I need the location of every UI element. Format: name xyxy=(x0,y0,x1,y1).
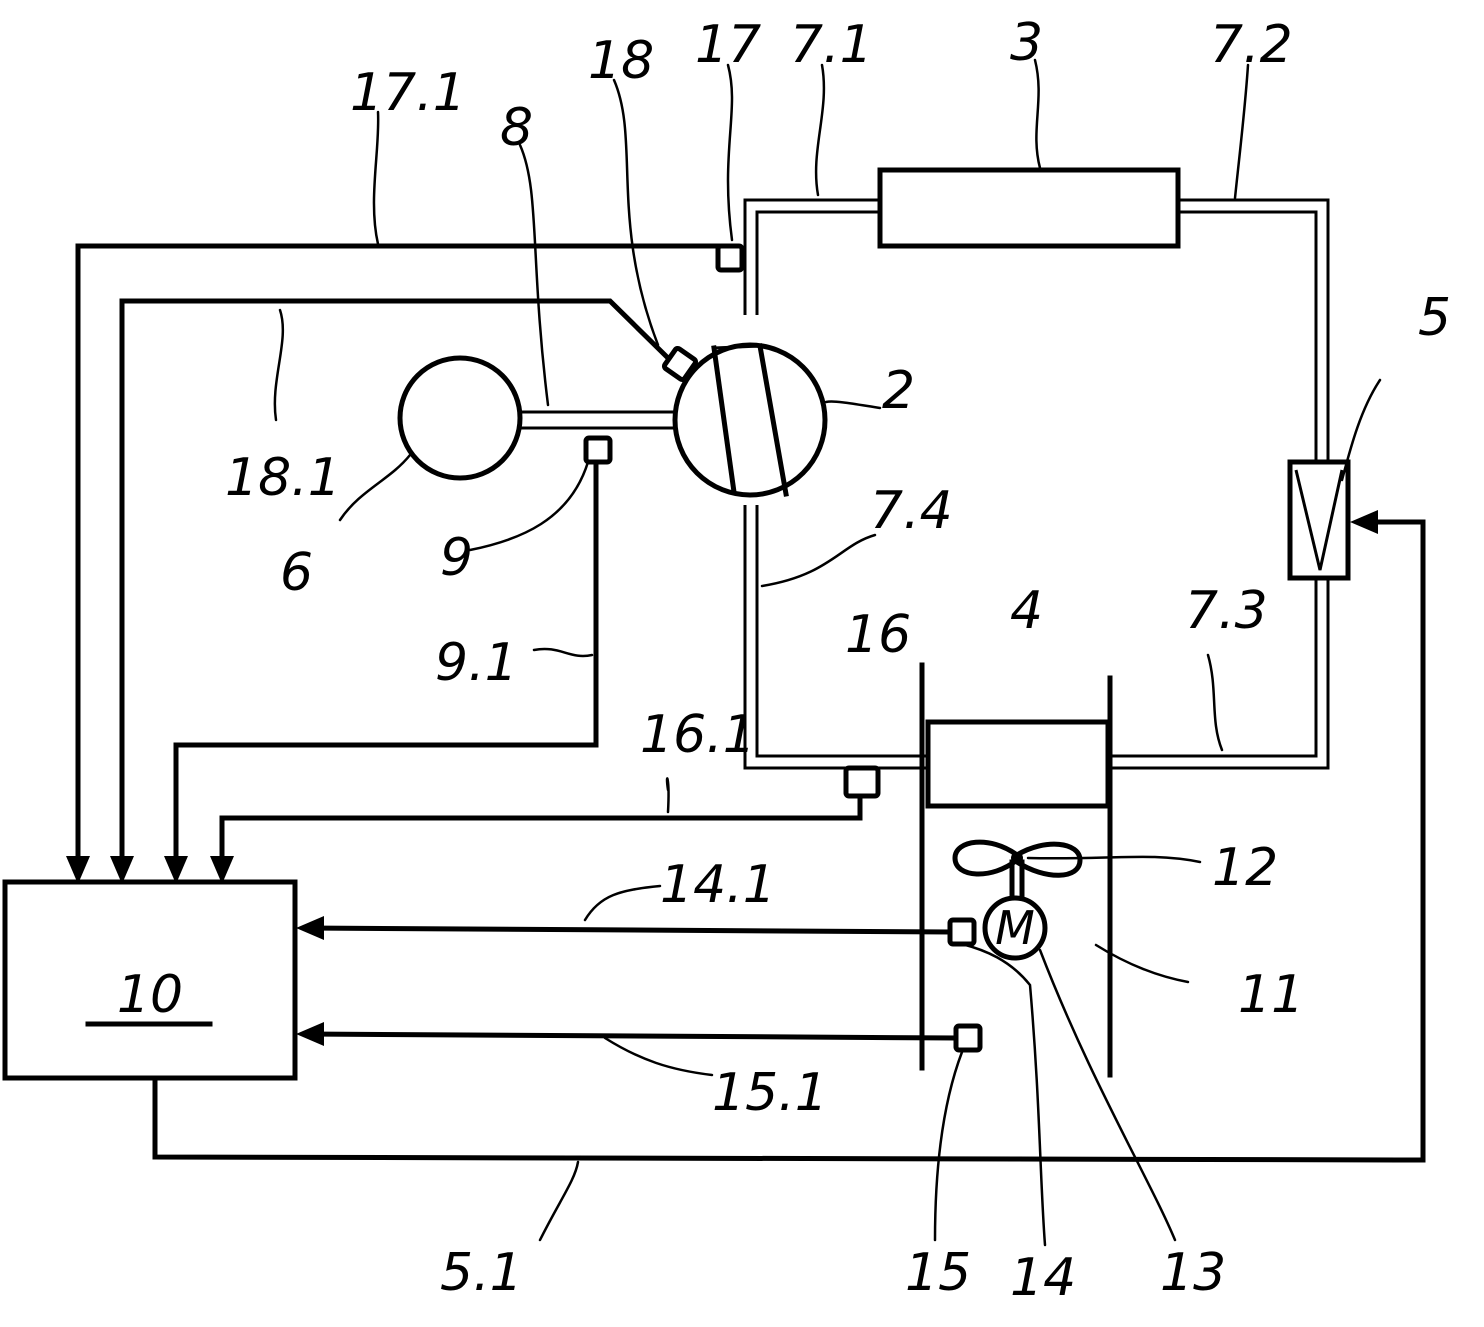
label-sensor-16: 16 xyxy=(845,605,911,665)
label-air-duct: 11 xyxy=(1238,965,1304,1025)
label-sensor-16-signal: 16.1 xyxy=(640,705,756,765)
label-sensor-14: 14 xyxy=(1010,1248,1076,1308)
label-engine: 6 xyxy=(280,543,313,603)
label-line-7-3: 7.3 xyxy=(1185,581,1268,641)
evaporator xyxy=(928,722,1108,806)
label-sensor-17: 17 xyxy=(695,15,761,75)
label-drive-shaft: 8 xyxy=(500,98,533,158)
motor-letter: M xyxy=(995,901,1035,955)
label-sensor-15: 15 xyxy=(905,1243,971,1303)
label-fan: 12 xyxy=(1212,838,1278,898)
sensor-16 xyxy=(846,768,878,796)
label-condenser: 3 xyxy=(1010,13,1043,73)
expansion-valve xyxy=(1290,462,1348,578)
label-expansion-valve: 5 xyxy=(1418,288,1451,348)
label-line-7-1: 7.1 xyxy=(790,15,873,75)
label-expansion-valve-signal: 5.1 xyxy=(440,1243,523,1303)
reference-labels: 3 7.1 7.2 17 18 8 17.1 18.1 2 5 6 9 7.4 … xyxy=(225,13,1451,1308)
label-line-7-2: 7.2 xyxy=(1210,15,1293,75)
arrow-15-1 xyxy=(296,1022,324,1046)
label-sensor-18: 18 xyxy=(588,31,654,91)
fan xyxy=(955,842,1080,898)
label-line-7-4: 7.4 xyxy=(870,481,953,541)
label-sensor-18-signal: 18.1 xyxy=(225,448,341,508)
sensor-9 xyxy=(586,438,610,462)
label-motor: 13 xyxy=(1160,1243,1226,1303)
label-evaporator: 4 xyxy=(1010,581,1043,641)
label-sensor-17-signal: 17.1 xyxy=(350,63,466,123)
condenser xyxy=(880,170,1178,246)
arrow-5-1 xyxy=(1350,510,1378,534)
label-sensor-15-signal: 15.1 xyxy=(712,1063,828,1123)
engine xyxy=(400,358,520,478)
sensor-14 xyxy=(950,920,974,944)
label-compressor: 2 xyxy=(882,361,915,421)
label-sensor-14-signal: 14.1 xyxy=(660,855,776,915)
sensor-17 xyxy=(718,246,742,270)
label-sensor-9-signal: 9.1 xyxy=(435,633,518,693)
label-controller: 10 xyxy=(117,965,183,1025)
arrow-14-1 xyxy=(296,916,324,940)
sensor-15 xyxy=(956,1026,980,1050)
compressor xyxy=(675,345,825,495)
label-sensor-9: 9 xyxy=(440,528,473,588)
